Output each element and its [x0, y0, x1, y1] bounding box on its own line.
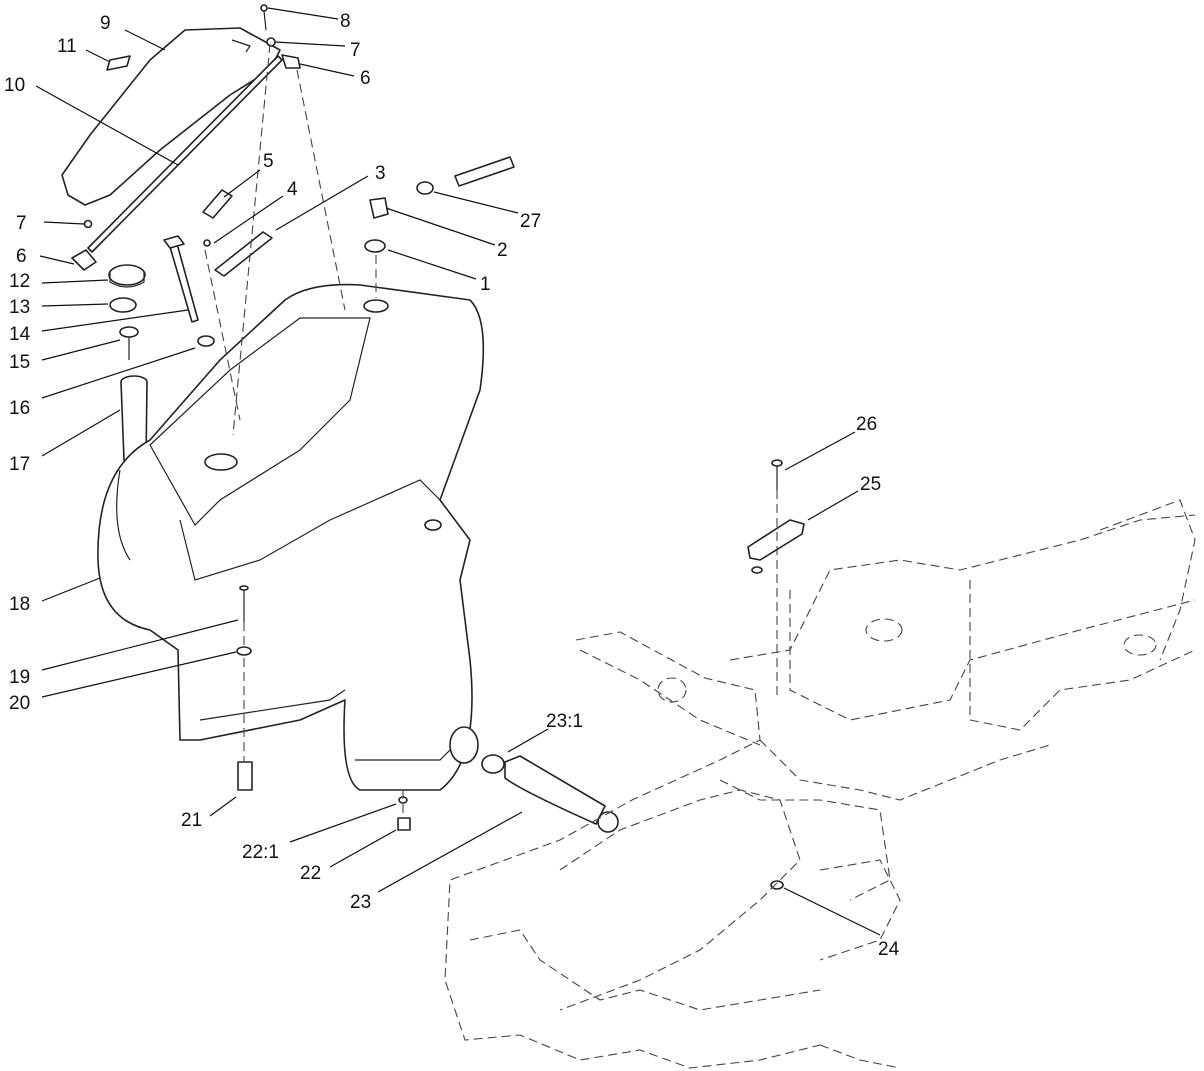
callout-13: 13	[9, 297, 30, 318]
small-nut-7-top	[266, 37, 276, 47]
callout-8: 8	[340, 11, 351, 32]
callout-6-left: 6	[16, 246, 27, 267]
hinge-bracket-bottom	[71, 249, 97, 271]
fuel-tank	[97, 283, 485, 791]
nut-22	[397, 817, 411, 831]
callout-23-1: 23:1	[546, 711, 583, 732]
callout-22: 22	[300, 863, 321, 884]
screw-8	[260, 4, 268, 31]
callout-2: 2	[497, 240, 508, 261]
small-nut-7-left	[83, 219, 93, 229]
callout-24: 24	[878, 939, 900, 960]
callout-1: 1	[480, 274, 491, 295]
bracket-25	[747, 519, 805, 574]
cap-gasket	[109, 297, 137, 313]
callout-16: 16	[9, 398, 30, 419]
callout-5: 5	[263, 151, 274, 172]
callout-3: 3	[375, 163, 386, 184]
callout-12: 12	[9, 271, 30, 292]
grommet-1	[364, 239, 386, 253]
hose-clamp-27	[416, 181, 434, 195]
callout-26: 26	[856, 414, 877, 435]
washer-20	[236, 646, 252, 656]
callout-9: 9	[100, 13, 111, 34]
bolt-26	[771, 459, 783, 490]
spacer-21	[237, 761, 253, 791]
leader-lines	[35, 7, 881, 936]
callout-23: 23	[350, 892, 371, 913]
callout-7-top: 7	[350, 40, 361, 61]
grommet-16	[197, 335, 215, 347]
callout-11: 11	[57, 36, 77, 57]
callout-labels: 1 2 3 4 5 6 6 7 7 8 9 10 11 12 13 14 15 …	[4, 11, 900, 960]
callout-19: 19	[9, 667, 30, 688]
callout-25: 25	[860, 474, 881, 495]
callout-20: 20	[9, 693, 30, 714]
hinge-rod	[87, 55, 283, 253]
callout-15: 15	[9, 352, 30, 373]
callout-6-right: 6	[360, 68, 371, 89]
callout-17: 17	[9, 454, 30, 475]
fitting-elbow-2	[369, 197, 389, 219]
hinge-bracket-top	[281, 54, 301, 69]
callout-18: 18	[9, 594, 30, 615]
screw-4	[203, 239, 211, 247]
callout-27: 27	[520, 211, 541, 232]
o-ring-23-1	[481, 754, 505, 774]
strap-bracket-3	[214, 231, 273, 277]
callout-21: 21	[181, 810, 202, 831]
callout-7-left: 7	[16, 213, 27, 234]
vent-valve	[119, 326, 139, 360]
nut-24	[770, 880, 784, 890]
tank-cover	[61, 27, 281, 206]
alignment-lines	[204, 43, 778, 818]
callout-10: 10	[4, 75, 25, 96]
callout-4: 4	[287, 179, 298, 200]
fuel-hose-14	[163, 235, 199, 323]
bolt-19	[239, 585, 249, 622]
mower-frame	[444, 499, 1196, 1069]
callout-22-1: 22:1	[242, 842, 279, 863]
fuel-cap	[108, 264, 146, 288]
cover-label-decal	[106, 55, 131, 71]
vent-hose-27	[454, 156, 515, 187]
fuel-filter-23	[504, 755, 619, 833]
callout-14: 14	[9, 324, 31, 345]
